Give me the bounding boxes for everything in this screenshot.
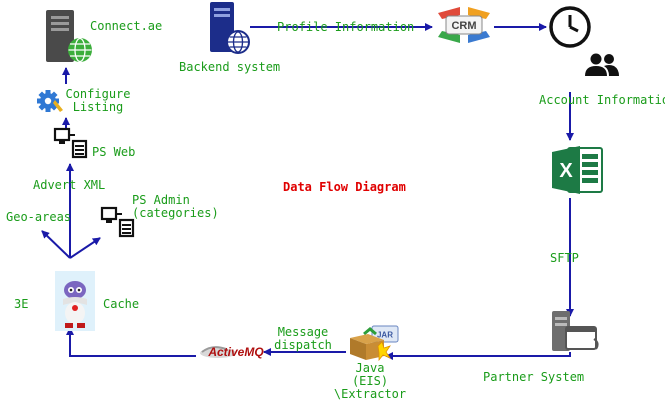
account-information-label: Account Information <box>539 93 665 107</box>
geo-areas-label: Geo-areas <box>6 210 72 224</box>
ps-web-node <box>53 127 89 159</box>
java-extractor-label: Java (EIS) \Extractor <box>333 361 407 401</box>
server-globe-icon <box>46 10 92 63</box>
excel-icon: X <box>552 146 603 194</box>
profile-information-label: Profile Information <box>277 20 415 34</box>
workstation-icon <box>100 206 135 238</box>
backend-label: Backend system <box>179 60 281 74</box>
diagram-title: Data Flow Diagram <box>283 180 406 194</box>
clock-node <box>548 5 592 49</box>
java-jar-icon: JAR <box>350 325 399 362</box>
excel-node: X <box>550 144 604 196</box>
three-e-label: 3E <box>14 297 29 311</box>
backend-server-node <box>208 0 252 56</box>
gear-icon <box>37 90 63 112</box>
crm-text: CRM <box>451 20 476 32</box>
jar-text: JAR <box>377 331 393 340</box>
connect-server-node <box>44 8 94 64</box>
workstation-icon <box>53 127 88 159</box>
svg-text:X: X <box>559 160 573 182</box>
crm-icon: CRM <box>438 7 490 43</box>
partner-system-node <box>550 309 602 353</box>
arrow-partner-to-java <box>385 352 571 360</box>
users-icon <box>585 53 619 76</box>
server-globe-icon <box>210 2 250 54</box>
arrow-cache-to-geo-areas <box>41 230 71 259</box>
sftp-label: SFTP <box>550 251 579 265</box>
cache-mascot-icon <box>55 271 95 331</box>
activemq-node: ActiveMQ <box>198 340 264 362</box>
cache-node <box>55 271 95 331</box>
message-dispatch-label: Message dispatch <box>274 325 332 352</box>
advert-xml-label: Advert XML <box>33 178 106 192</box>
ps-admin-node <box>100 206 136 238</box>
ps-web-label: PS Web <box>92 145 136 159</box>
connect-label: Connect.ae <box>90 19 163 33</box>
activemq-logo: ActiveMQ <box>200 345 264 359</box>
activemq-text: ActiveMQ <box>207 345 264 359</box>
configure-label: Configure Listing <box>65 87 131 114</box>
cache-label: Cache <box>103 297 140 311</box>
crm-node: CRM <box>434 3 494 47</box>
configure-node <box>36 88 66 114</box>
java-extractor-node: JAR <box>346 322 402 362</box>
ps-admin-label: PS Admin (categories) <box>132 193 219 220</box>
arrow-activemq-to-cache <box>66 327 196 357</box>
server-window-icon <box>552 311 599 351</box>
clock-icon <box>549 6 591 48</box>
arrow-cache-to-ps-admin <box>69 237 101 259</box>
partner-system-label: Partner System <box>483 370 585 384</box>
users-node <box>584 52 620 80</box>
